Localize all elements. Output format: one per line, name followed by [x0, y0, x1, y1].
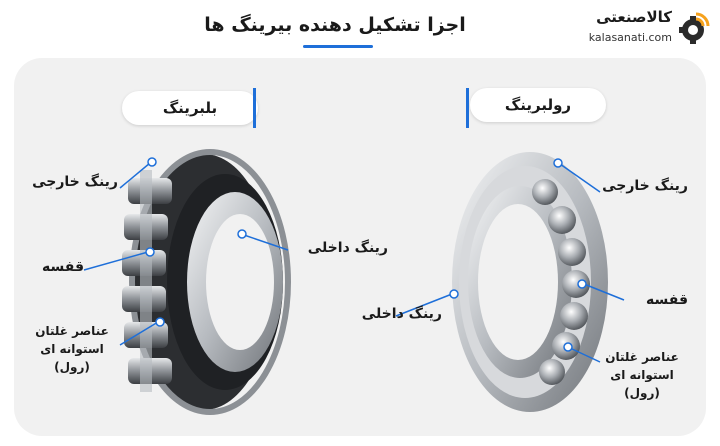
callout-markers-left — [145, 157, 247, 327]
page-title: اجزا تشکیل دهنده بیرینگ ها — [204, 14, 466, 36]
label-rolling-elements-right: عناصر غلتان استوانه ای (رول) — [592, 348, 692, 402]
label-rolling-elements-left-line1: عناصر غلتان — [35, 324, 109, 338]
leader-lines-left — [83, 162, 289, 346]
leader-lines-right — [395, 163, 625, 363]
label-inner-ring-left: رینگ داخلی — [307, 240, 388, 256]
gear-wifi-icon — [679, 12, 710, 44]
label-rolling-elements-right-line2: استوانه ای (رول) — [610, 368, 674, 400]
label-outer-ring-right: رینگ خارجی — [602, 178, 688, 194]
label-inner-ring-right: رینگ داخلی — [361, 306, 442, 322]
label-rolling-elements-right-line1: عناصر غلتان — [605, 350, 679, 364]
brand-logo[interactable]: کالاصنعتی kalasanati.com — [560, 8, 712, 48]
section-title-ball-bearing: بلبرینگ — [122, 91, 258, 125]
section-divider-right — [466, 88, 469, 128]
label-outer-ring-left: رینگ خارجی — [32, 174, 118, 190]
section-title-roller-bearing: رولبرینگ — [470, 88, 606, 122]
label-cage-left: قفسه — [42, 259, 84, 275]
logo-url: kalasanati.com — [588, 31, 672, 44]
roller-bearing-image — [122, 149, 291, 415]
label-cage-right: قفسه — [646, 292, 688, 308]
section-divider-left — [253, 88, 256, 128]
label-rolling-elements-left: عناصر غلتان استوانه ای (رول) — [22, 322, 122, 376]
label-rolling-elements-left-line2: استوانه ای (رول) — [40, 342, 104, 374]
logo-name: کالاصنعتی — [596, 8, 672, 26]
title-underline — [303, 45, 373, 48]
callout-markers-right — [449, 158, 587, 352]
